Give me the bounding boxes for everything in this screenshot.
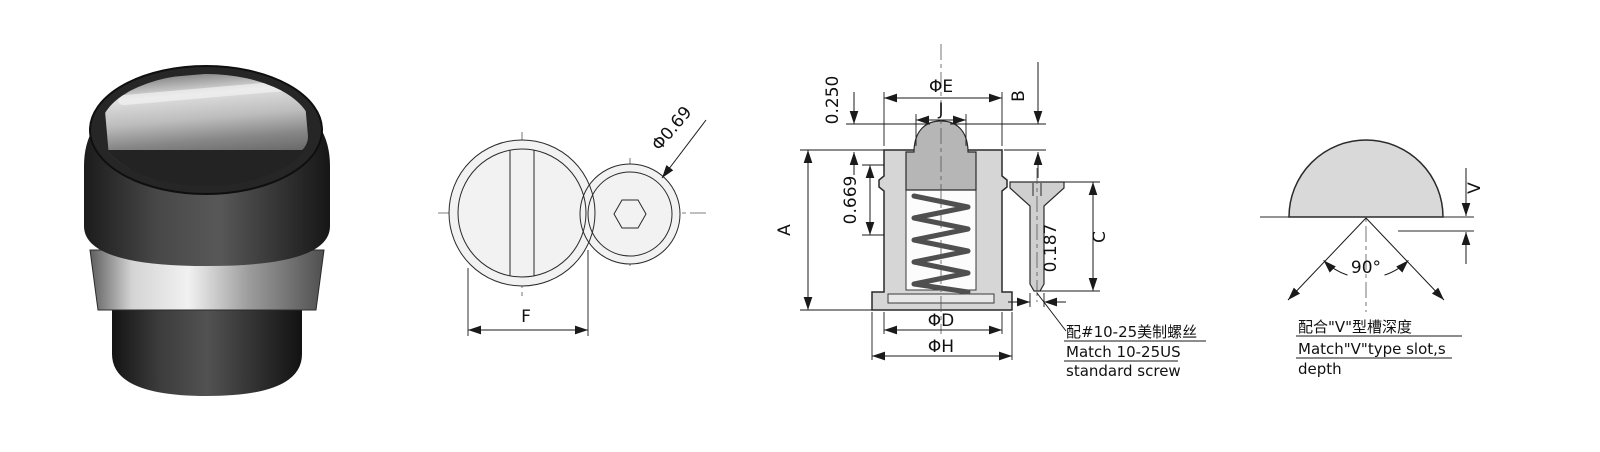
top-view-drawing: Φ0.69 F	[438, 103, 707, 336]
angle-label-90: 90°	[1351, 258, 1381, 278]
hex-socket	[613, 199, 647, 229]
photo-roller-highlight	[118, 81, 288, 106]
dim-label-c: C	[1090, 231, 1110, 243]
small-circle-inner-ring	[587, 171, 673, 257]
angle-90: 90°	[1287, 217, 1445, 301]
v-note-en-line1: Match"V"type slot,s	[1298, 340, 1446, 358]
dimension-0669: 0.669	[841, 164, 884, 236]
roller-slot-lines	[509, 150, 535, 276]
v-groove-note: 配合"V"型槽深度 Match"V"type slot,s depth	[1296, 318, 1462, 378]
dimension-phiD: ΦD	[883, 311, 1003, 335]
dim-label-0669: 0.669	[841, 176, 861, 225]
small-circle-outline	[579, 163, 681, 265]
dimension-diameter-069: Φ0.69	[648, 103, 707, 179]
dim-label-j: J	[937, 100, 943, 120]
v-note-cn: 配合"V"型槽深度	[1298, 318, 1412, 336]
dim-label-0250: 0.250	[823, 76, 843, 125]
photo-cap-front-lip	[107, 150, 305, 186]
dimension-b: B	[950, 62, 1046, 178]
dimension-c: C	[1040, 181, 1110, 292]
product-photo	[84, 65, 330, 396]
dim-label-b: B	[1009, 90, 1029, 102]
dim-label-f: F	[521, 307, 531, 327]
dimension-v: V	[1461, 168, 1485, 264]
dimension-j: J	[915, 100, 967, 146]
dimension-0187: 0.187	[1008, 224, 1066, 307]
photo-base-cylinder	[112, 306, 302, 396]
dim-label-a: A	[775, 224, 795, 236]
screw-note: 配#10-25美制螺丝 Match 10-25US standard screw	[1036, 292, 1206, 380]
dome-half-section	[1288, 139, 1444, 218]
large-circle-fill	[449, 140, 595, 286]
dim-label-phiD: ΦD	[928, 311, 954, 331]
v-note-en-line2: depth	[1298, 360, 1342, 378]
dimension-phiH: ΦH	[871, 312, 1013, 361]
section-view-drawing: ΦE J B 0.250 0.669	[775, 44, 1206, 380]
screw-note-cn: 配#10-25美制螺丝	[1066, 323, 1197, 341]
v-groove-detail-drawing: V 90° 配合"V"型槽深度 Match"V"type slot,s dept…	[1260, 139, 1485, 378]
photo-roller-group	[104, 74, 308, 170]
dim-label-diameter-069: Φ0.69	[648, 103, 696, 155]
large-circle-outline	[448, 139, 596, 287]
dim-label-phiE: ΦE	[929, 77, 953, 97]
small-circle-fill	[580, 164, 680, 264]
screw-note-en-line2: standard screw	[1066, 362, 1181, 380]
dim-label-v: V	[1465, 182, 1485, 194]
dim-label-0187: 0.187	[1041, 224, 1061, 273]
dimension-a: A	[775, 149, 884, 311]
dimension-0250: 0.250	[823, 76, 930, 175]
dimension-f: F	[467, 250, 589, 336]
screw-note-en-line1: Match 10-25US	[1066, 343, 1181, 361]
dimension-phiE: ΦE	[883, 77, 1003, 146]
screw-socket-lines	[1032, 183, 1042, 196]
dim-label-phiH: ΦH	[928, 337, 954, 357]
large-circle-inner-ring	[457, 148, 587, 278]
